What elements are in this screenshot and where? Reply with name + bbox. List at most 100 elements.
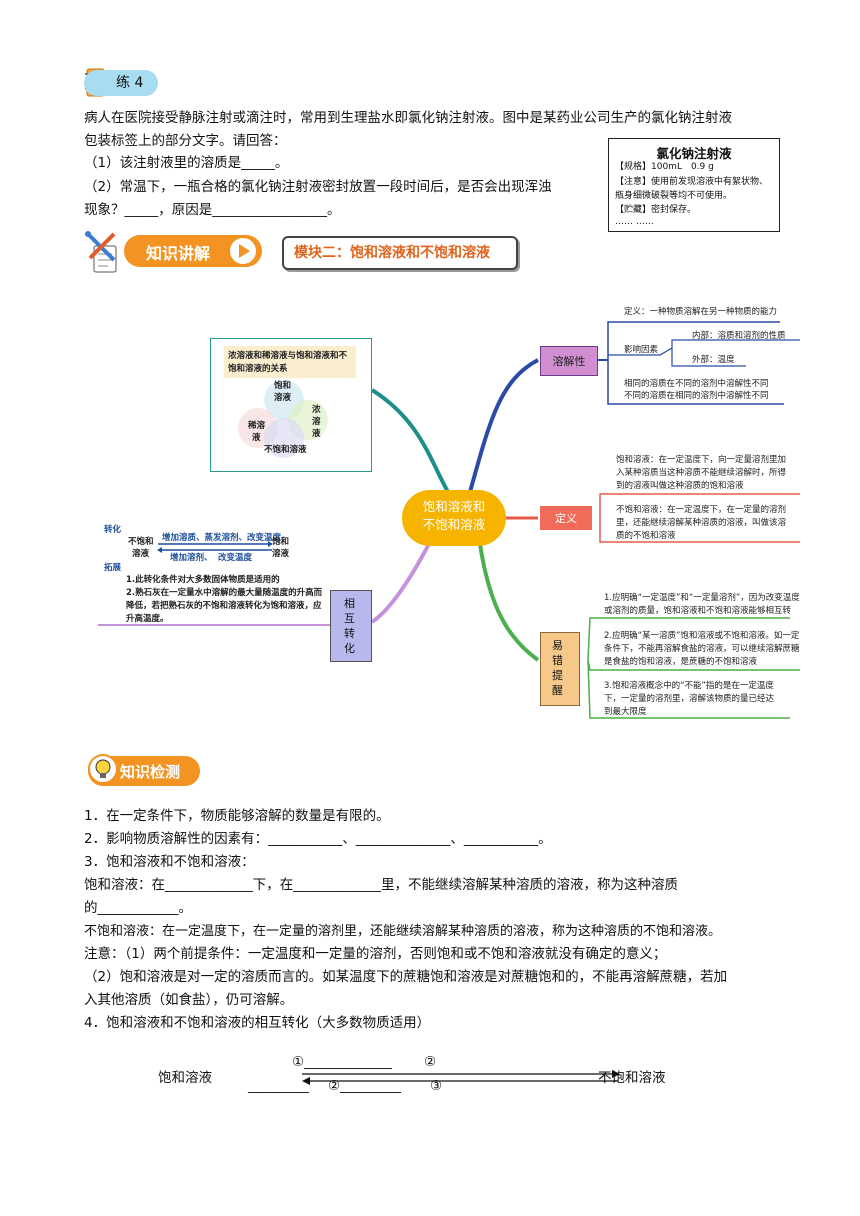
check-line-2: 2．影响物质溶解性的因素有：___________、______________… xyxy=(84,831,552,847)
errors-char-1: 易 xyxy=(552,639,563,652)
convert-char-2: 互 xyxy=(344,612,355,625)
check-line-7: 注意：（1）两个前提条件：一定温度和一定量的溶剂，否则饱和或不饱和溶液就没有确定… xyxy=(84,946,667,962)
convert-char-4: 化 xyxy=(344,642,355,655)
check-line-5: 的____________。 xyxy=(84,900,192,916)
extension-heading: 拓展 xyxy=(104,563,122,573)
solubility-same-1: 相同的溶质在不同的溶剂中溶解性不同 xyxy=(624,379,769,389)
venn-title-2: 饱和溶液的关系 xyxy=(228,364,288,374)
check-line-8: （2）饱和溶液是对一定的溶质而言的。如某温度下的蔗糖饱和溶液是对蔗糖饱和的，不能… xyxy=(84,969,728,985)
venn-dilute-2: 液 xyxy=(252,433,261,443)
practice-question-2a: （2）常温下，一瓶合格的氯化钠注射液密封放置一段时间后，是否会出现浑浊 xyxy=(84,179,552,195)
play-icon xyxy=(228,236,258,266)
solubility-same-2: 不同的溶质在相同的溶剂中溶解性不同 xyxy=(624,391,769,401)
conversion-bottom-1: ②_________ xyxy=(328,1078,401,1094)
conversion-left: 饱和溶液 xyxy=(158,1070,212,1086)
extension-line-1: 1.此转化条件对大多数固体物质是适用的 xyxy=(126,575,280,585)
label-title: 氯化钠注射液 xyxy=(656,146,732,161)
convert-heading: 转化 xyxy=(104,525,122,535)
error-2-line-3: 是食盐的饱和溶液，是蔗糖的不饱和溶液 xyxy=(604,657,758,667)
check-line-10: 4．饱和溶液和不饱和溶液的相互转化（大多数物质适用） xyxy=(84,1015,431,1031)
convert-arrows xyxy=(157,541,273,553)
venn-unsaturated: 不饱和溶液 xyxy=(264,445,307,455)
def-unsat-3: 质的不饱和溶液 xyxy=(616,531,676,541)
injection-label: 氯化钠注射液 【规格】100mL 0.9 g 【注意】使用前发现溶液中有絮状物、… xyxy=(608,138,780,232)
convert-left-1: 不饱和 xyxy=(128,537,154,547)
venn-saturated-2: 溶液 xyxy=(274,393,292,403)
definition-node-label: 定义 xyxy=(555,512,577,525)
check-line-3: 3．饱和溶液和不饱和溶液： xyxy=(84,854,255,870)
check-line-1: 1．在一定条件下，物质能够溶解的数量是有限的。 xyxy=(84,808,390,824)
error-2-line-2: 条件下，不能再溶解食盐的溶液，可以继续溶解蔗糖 xyxy=(604,644,800,654)
label-dots: …… …… xyxy=(615,217,654,227)
conversion-bottom-0: _________ xyxy=(248,1078,309,1094)
solubility-internal: 内部：溶质和溶剂的性质 xyxy=(692,331,786,341)
error-3-line-2: 下，一定量的溶剂里，溶解该物质的量已经达 xyxy=(604,694,775,704)
error-2-line-1: 2.应明确“某一溶质”饱和溶液或不饱和溶液。如一定 xyxy=(604,631,800,641)
venn-diagram xyxy=(238,380,328,458)
label-spec: 【规格】100mL 0.9 g xyxy=(615,162,714,172)
knowledge-banner-title: 知识讲解 xyxy=(146,244,211,263)
def-sat-1: 饱和溶液：在一定温度下，向一定量溶剂里加 xyxy=(616,455,787,465)
convert-node xyxy=(330,590,372,662)
practice-badge-label: 练 4 xyxy=(116,75,144,91)
mindmap-center-node xyxy=(402,490,506,546)
venn-saturated-1: 饱和 xyxy=(274,381,292,391)
convert-top-label: 增加溶质、蒸发溶剂、改变温度 xyxy=(162,533,282,543)
venn-concentrated-2: 溶 xyxy=(312,417,321,427)
practice-text-2: 包装标签上的部分文字。请回答： xyxy=(84,133,287,149)
solubility-node-label: 溶解性 xyxy=(552,355,586,368)
label-note-2: 瓶身细微破裂等均不可使用。 xyxy=(615,191,733,201)
check-banner-title: 知识检测 xyxy=(120,763,181,781)
convert-char-3: 转 xyxy=(344,627,355,640)
practice-text-1: 病人在医院接受静脉注射或滴注时，常用到生理盐水即氯化钠注射液。图中是某药业公司生… xyxy=(84,110,732,126)
practice-badge xyxy=(84,70,158,96)
module-title-box xyxy=(282,236,518,270)
venn-title-1: 浓溶液和稀溶液与饱和溶液和不 xyxy=(228,351,348,361)
venn-dilute-1: 稀溶 xyxy=(248,421,266,431)
error-1-line-1: 1.应明确“一定温度”和“一定量溶剂”，因为改变温度 xyxy=(604,593,800,603)
error-1-line-2: 或溶剂的质量，饱和溶液和不饱和溶液能够相互转 xyxy=(604,606,792,616)
center-line-1: 饱和溶液和 xyxy=(422,499,486,514)
conversion-bottom-2: ③ xyxy=(430,1078,443,1094)
conversion-top-2: ② xyxy=(424,1054,437,1070)
conversion-arrows xyxy=(302,1070,620,1085)
extension-line-4: 升高温度。 xyxy=(126,614,169,624)
convert-right-1: 饱和 xyxy=(272,537,290,547)
label-note-1: 【注意】使用前发现溶液中有絮状物、 xyxy=(615,177,769,187)
error-3-line-3: 到最大限度 xyxy=(604,707,647,717)
extension-line-2: 2.熟石灰在一定量水中溶解的最大量随温度的升高而 xyxy=(126,588,323,598)
errors-char-2: 错 xyxy=(552,654,563,667)
convert-bottom-2: 改变温度 xyxy=(218,553,253,563)
convert-char-1: 相 xyxy=(344,597,355,610)
venn-title-bg xyxy=(224,346,356,378)
lightbulb-icon xyxy=(88,754,118,788)
solubility-external: 外部：温度 xyxy=(692,355,735,365)
conversion-top-1: ①_____________ xyxy=(292,1054,392,1070)
def-unsat-1: 不饱和溶液：在一定温度下，在一定量的溶剂 xyxy=(616,505,787,515)
check-line-4: 饱和溶液：在_____________下，在_____________里，不能继… xyxy=(84,877,678,893)
label-storage: 【贮藏】密封保存。 xyxy=(615,205,697,215)
solubility-node: 溶解性 xyxy=(540,346,598,376)
solubility-definition: 定义：一种物质溶解在另一种物质的能力 xyxy=(624,307,778,317)
check-line-9: 入其他溶质（如食盐），仍可溶解。 xyxy=(84,992,294,1008)
error-3-line-1: 3.饱和溶液概念中的“不能”指的是在一定温度 xyxy=(604,681,774,691)
convert-right-2: 溶液 xyxy=(272,549,290,559)
errors-char-4: 醒 xyxy=(552,684,563,697)
errors-node xyxy=(540,632,580,706)
practice-question-1: （1）该注射液里的溶质是_____。 xyxy=(84,155,289,171)
def-sat-2: 入某种溶质当这种溶质不能继续溶解时，所得 xyxy=(616,468,787,478)
def-sat-3: 到的溶液叫做这种溶质的饱和溶液 xyxy=(616,481,744,491)
tools-icon xyxy=(84,230,122,274)
check-line-6: 不饱和溶液：在一定温度下，在一定量的溶剂里，还能继续溶解某种溶质的溶液，称为这种… xyxy=(84,924,722,939)
solubility-factors: 影响因素 xyxy=(624,345,659,355)
mindmap-connectors xyxy=(98,321,800,719)
convert-left-2: 溶液 xyxy=(132,549,150,559)
convert-bottom-1: 增加溶剂、 xyxy=(170,553,213,563)
module-title: 模块二：饱和溶液和不饱和溶液 xyxy=(294,245,490,261)
practice-question-2b: 现象？_____，原因是_________________。 xyxy=(84,202,341,218)
extension-line-3: 降低，若把熟石灰的不饱和溶液转化为饱和溶液，应 xyxy=(126,601,322,611)
def-unsat-2: 里，还能继续溶解某种溶质的溶液，叫做该溶 xyxy=(616,518,787,528)
venn-concentrated-3: 液 xyxy=(312,429,321,439)
venn-concentrated-1: 浓 xyxy=(312,405,321,415)
definition-node: 定义 xyxy=(540,506,592,530)
